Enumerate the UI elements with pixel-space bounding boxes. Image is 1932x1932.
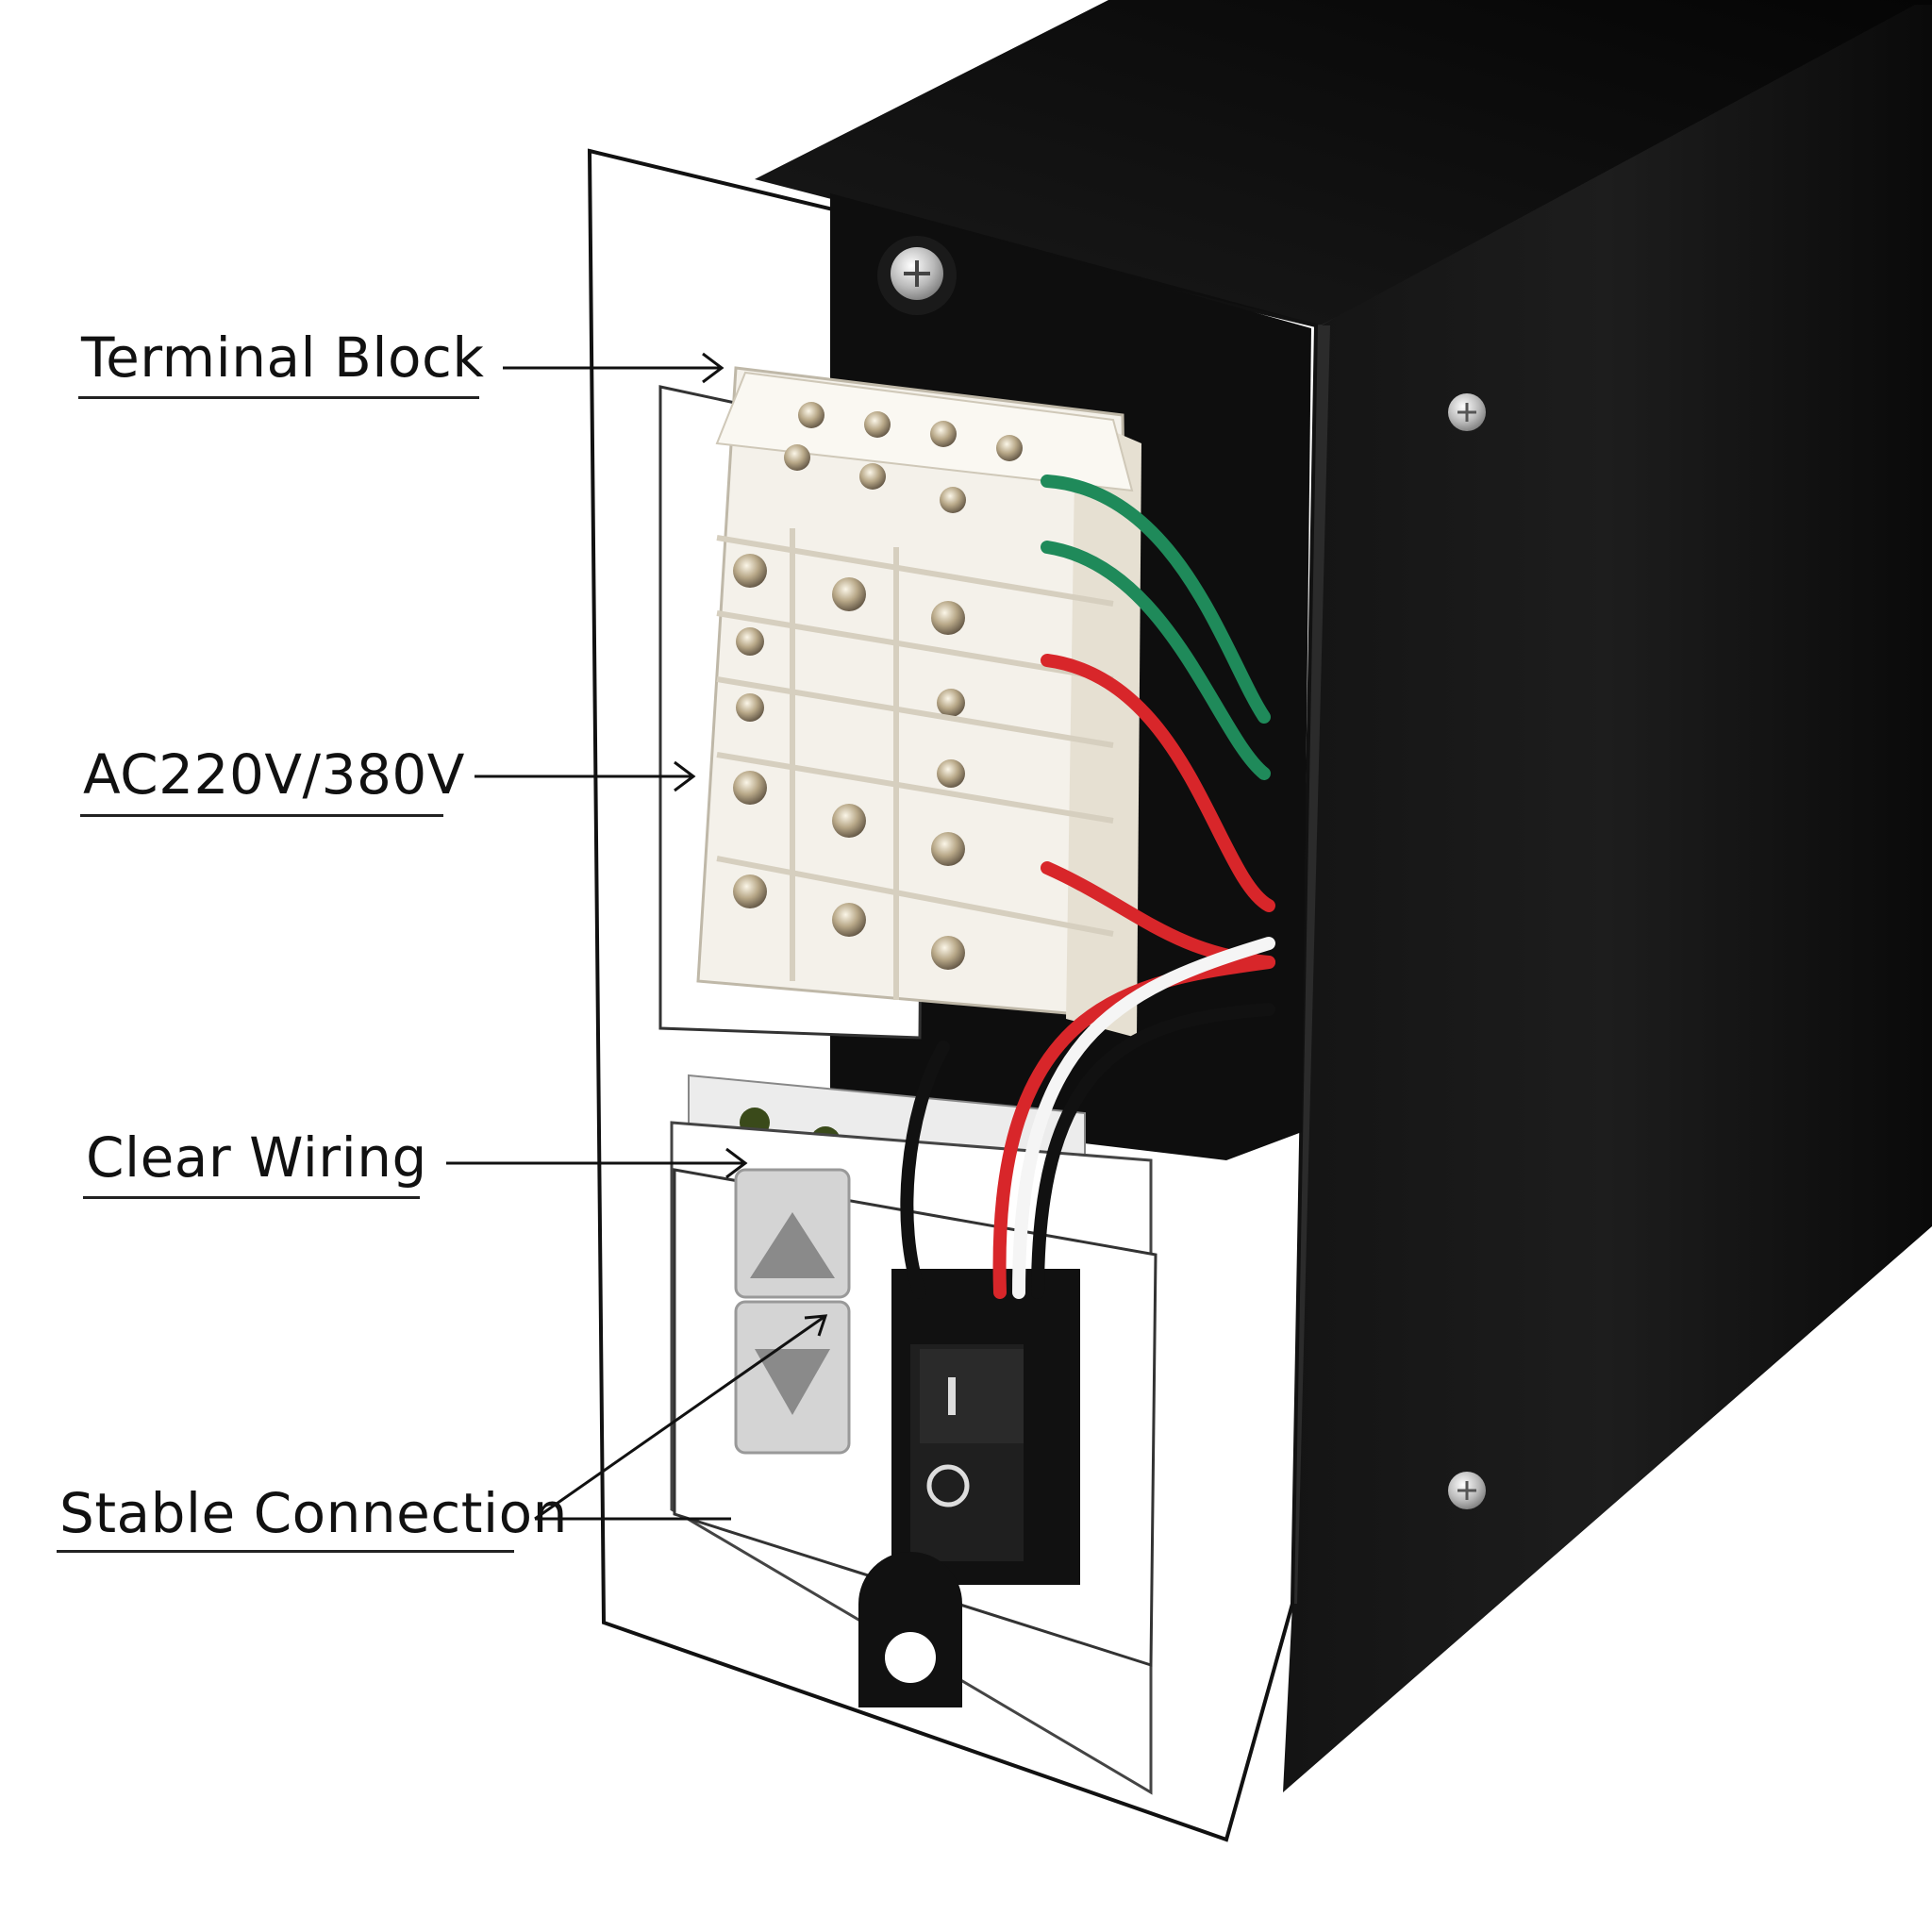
housing-side [1283,5,1932,1792]
callout-label-voltage: AC220V/380V [83,742,465,807]
wires [900,475,1275,1299]
mounting-hole-icon [858,1552,962,1707]
rocker-switch[interactable] [891,1269,1080,1585]
callout-label-stable-connection: Stable Connection [59,1481,568,1545]
housing-top [755,0,1932,325]
screw-icon [1448,393,1486,431]
callout-underline [57,1550,514,1553]
callout-arrows [446,352,828,1521]
up-button[interactable] [734,1168,851,1299]
terminal-block [696,366,1141,1038]
callout-label-clear-wiring: Clear Wiring [86,1125,427,1190]
up-arrow-icon [750,1212,835,1278]
screw-icon [877,236,957,315]
down-arrow-icon [755,1349,830,1415]
callout-underline [80,814,443,817]
rocker-switch-icon [920,1349,1024,1443]
screw-icon [1448,1472,1486,1509]
callout-underline [83,1196,420,1199]
callout-underline [78,396,479,399]
down-button[interactable] [734,1300,851,1455]
terminal-screws [733,402,1023,970]
callout-label-terminal-block: Terminal Block [81,325,485,390]
